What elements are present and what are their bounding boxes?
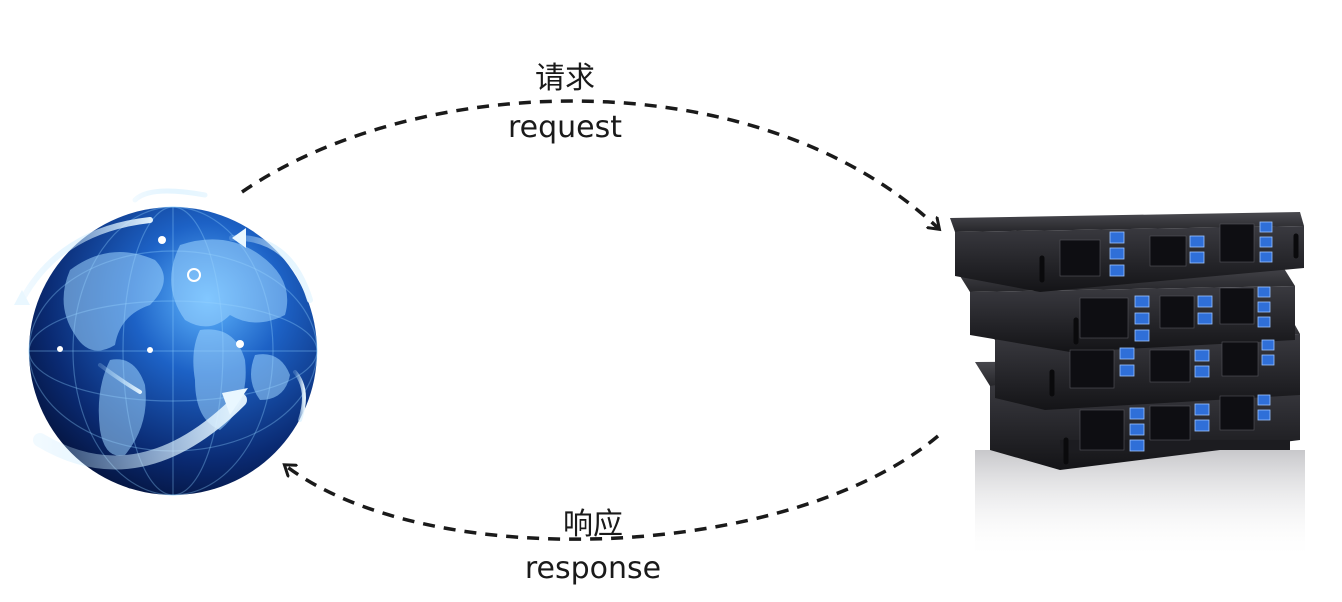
request-arrow: [241, 99, 938, 228]
response-label-cn: 响应: [563, 507, 623, 542]
response-label-en: response: [524, 551, 662, 586]
response-arrow: [286, 434, 940, 541]
request-label-cn: 请求: [535, 61, 595, 96]
request-label-en: request: [507, 110, 623, 145]
server-stack-icon: [950, 212, 1305, 560]
globe-icon: [14, 188, 318, 496]
